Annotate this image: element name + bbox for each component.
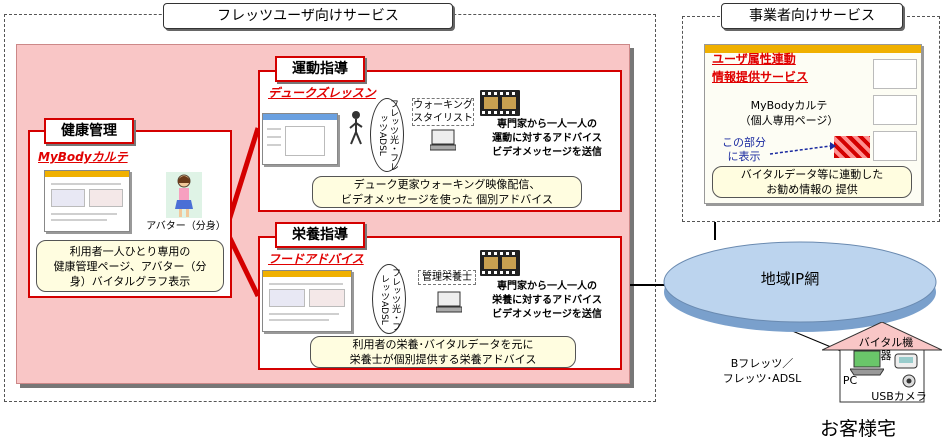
dukes-lesson-title: デュークズレッスン <box>268 86 376 100</box>
business-service-title: ユーザ属性連動 情報提供サービス <box>712 52 809 84</box>
avatar-caption: アバター（分身） <box>146 221 226 232</box>
usb-camera-icon <box>902 374 916 388</box>
laptop-pc-icon <box>850 350 884 376</box>
business-description: バイタルデータ等に連動した お勧め情報の 提供 <box>712 166 912 198</box>
mybody-karte-screenshot <box>44 170 130 232</box>
food-advice-title: フードアドバイス <box>268 252 364 266</box>
flets-user-services-label: フレッツユーザ向けサービス <box>163 3 453 29</box>
access-line-label: Bフレッツ／ フレッツ･ADSL <box>722 357 802 385</box>
health-management-label: 健康管理 <box>44 118 134 144</box>
regional-ip-network-label: 地域IP網 <box>760 270 820 288</box>
nutrition-advice-text: 専門家から一人一人の 栄養に対するアドバイス ビデオメッセージを送信 <box>492 281 602 320</box>
pc-label: PC <box>842 374 858 387</box>
walking-stylist-label: ウォーキング スタイリスト <box>412 98 474 126</box>
exercise-advice-text: 専門家から一人一人の 運動に対するアドバイス ビデオメッセージを送信 <box>492 119 602 158</box>
nutrition-description: 利用者の栄養･バイタルデータを元に 栄養士が個別提供する栄養アドバイス <box>310 336 576 368</box>
walking-figure-icon <box>349 111 363 145</box>
nutrition-guidance-label: 栄養指導 <box>275 222 365 248</box>
exercise-video-film-icon <box>480 90 520 116</box>
vital-device-icon <box>894 353 918 369</box>
stylist-pc-icon <box>430 129 456 151</box>
customer-home-label: お客様宅 <box>819 418 896 440</box>
exercise-line-oval: フレッツ光・フレッツADSL <box>370 98 404 172</box>
exercise-guidance-label: 運動指導 <box>275 56 365 82</box>
vital-device-label: バイタル機器 <box>858 336 914 362</box>
dietitian-pc-icon <box>436 291 462 313</box>
dukes-lesson-screenshot <box>262 113 338 165</box>
highlight-arrow-icon <box>769 142 836 155</box>
mybody-karte-title: MyBodyカルテ <box>38 150 128 164</box>
highlight-area <box>834 136 870 158</box>
usb-camera-label: USBカメラ <box>871 390 927 403</box>
mybody-karte-page-caption: MyBodyカルテ （個人専用ページ） <box>739 99 839 127</box>
regional-ip-network <box>663 241 937 332</box>
health-description: 利用者一人ひとり専用の 健康管理ページ、アバター（分 身）バイタルグラフ表示 <box>36 240 224 292</box>
business-services-label: 事業者向けサービス <box>721 3 903 29</box>
exercise-description: デューク更家ウォーキング映像配信、 ビデオメッセージを使った 個別アドバイス <box>312 176 582 208</box>
nutrition-line-oval: フレッツ光・フレッツADSL <box>372 264 406 334</box>
display-area-note: この部分 に表示 <box>722 136 766 163</box>
avatar-icon <box>166 172 202 218</box>
food-advice-screenshot <box>262 270 352 332</box>
dietitian-label: 管理栄養士 <box>418 270 476 285</box>
nutrition-video-film-icon <box>480 250 520 276</box>
